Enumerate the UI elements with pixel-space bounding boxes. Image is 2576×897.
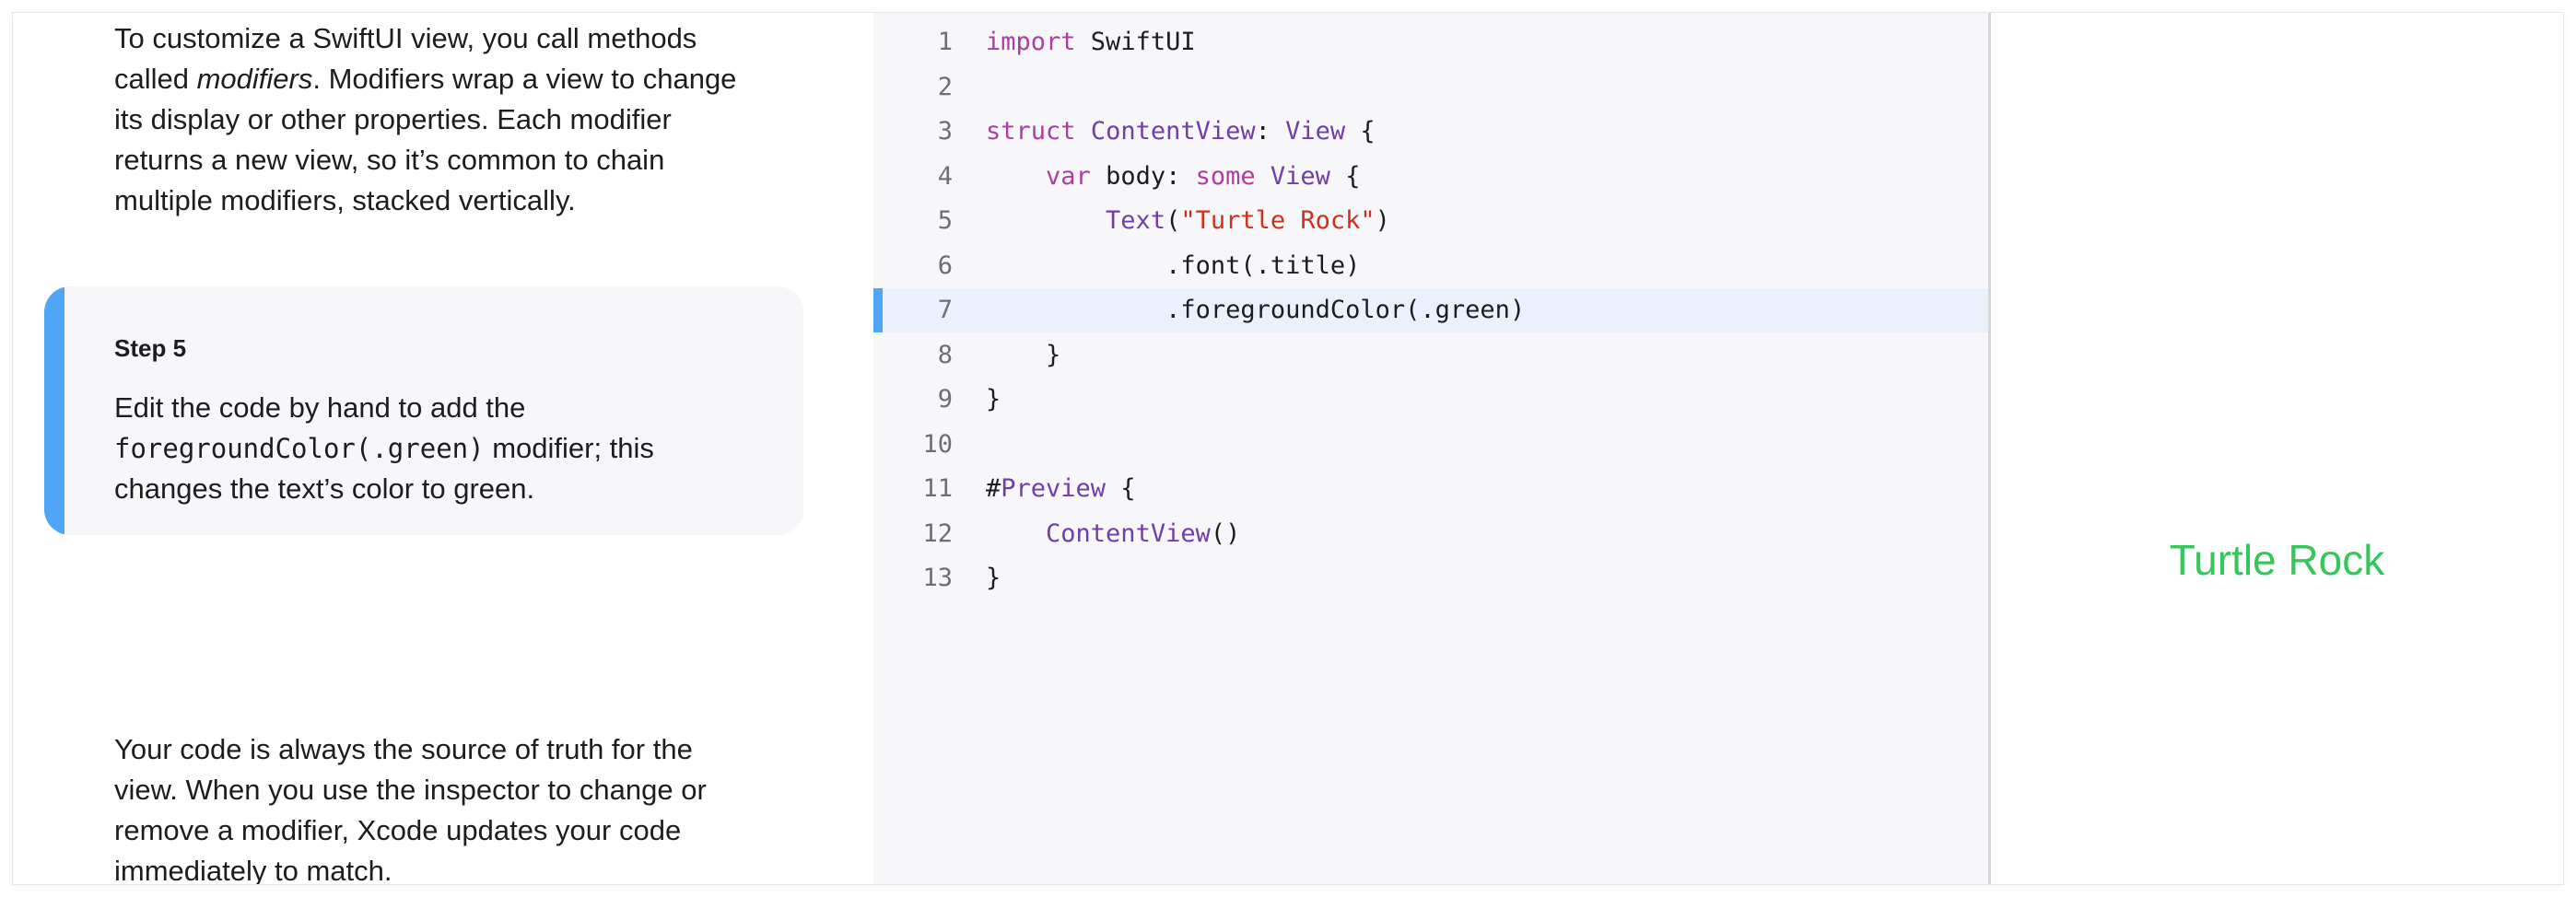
tutorial-text-column: To customize a SwiftUI view, you call me…	[13, 13, 873, 884]
code-token	[986, 206, 1106, 235]
intro-term-modifiers: modifiers	[196, 63, 313, 95]
code-line[interactable]: 2	[873, 65, 1988, 110]
code-token: import	[986, 28, 1076, 56]
line-number: 9	[937, 385, 953, 414]
outro-paragraph: Your code is always the source of truth …	[114, 733, 707, 884]
code-line[interactable]: 12 ContentView()	[873, 512, 1988, 556]
pane-divider	[1988, 13, 1991, 884]
code-token: #	[986, 474, 1001, 503]
intro-text-1: To customize a SwiftUI view, you call me…	[114, 22, 697, 95]
code-token: struct	[986, 117, 1076, 146]
code-token: .foregroundColor(.green)	[986, 296, 1526, 324]
code-token: (	[1165, 206, 1181, 235]
code-token: {	[1329, 161, 1361, 191]
line-number: 13	[922, 564, 953, 592]
step-title: Step 5	[114, 334, 187, 362]
highlight-marker	[873, 288, 883, 332]
code-token: SwiftUI	[1075, 28, 1196, 56]
code-text: struct ContentView: View {	[986, 110, 1376, 154]
step-active-indicator	[44, 286, 64, 535]
line-number: 8	[937, 340, 953, 369]
code-text: ContentView()	[986, 512, 1240, 556]
tutorial-frame: To customize a SwiftUI view, you call me…	[13, 13, 2563, 884]
code-line[interactable]: 5 Text("Turtle Rock")	[873, 199, 1988, 243]
preview-text: Turtle Rock	[2169, 536, 2385, 584]
code-token: }	[986, 385, 1001, 414]
code-token: {	[1345, 117, 1376, 146]
code-token: ContentView	[1090, 117, 1256, 146]
code-token: ContentView	[1046, 518, 1211, 548]
line-number: 12	[922, 518, 953, 548]
code-line[interactable]: 4 var body: some View {	[873, 155, 1988, 199]
code-token	[986, 162, 1046, 191]
code-token: }	[986, 340, 1061, 369]
code-text: }	[986, 378, 1001, 422]
line-number: 5	[937, 206, 953, 235]
code-line[interactable]: 7 .foregroundColor(.green)	[873, 288, 1988, 332]
line-number: 3	[937, 117, 953, 146]
code-token: Text	[1106, 206, 1166, 235]
code-token: :	[1255, 117, 1286, 146]
code-line[interactable]: 6 .font(.title)	[873, 244, 1988, 288]
step-text-after: modifier; this changes the text’s color …	[114, 432, 654, 505]
code-text: .font(.title)	[986, 244, 1360, 288]
code-line[interactable]: 13}	[873, 556, 1988, 600]
code-line[interactable]: 10	[873, 423, 1988, 467]
code-token: ()	[1210, 518, 1241, 548]
code-text: }	[986, 556, 1001, 600]
code-token: }	[986, 564, 1001, 592]
code-token	[1076, 117, 1091, 146]
code-token: Preview	[1001, 474, 1107, 503]
step-text-before: Edit the code by hand to add the	[114, 391, 526, 424]
line-number: 2	[937, 72, 953, 101]
code-token: View	[1285, 117, 1346, 146]
code-token: .font(.title)	[986, 250, 1361, 280]
line-number: 6	[937, 250, 953, 280]
code-text: }	[986, 333, 1060, 378]
preview-canvas: Turtle Rock	[1991, 13, 2563, 884]
code-line[interactable]: 8 }	[873, 333, 1988, 378]
code-editor[interactable]: 1 import SwiftUI 2 3 struct ContentView: Vie…	[873, 13, 1988, 884]
step-card[interactable]: Step 5 Edit the code by hand to add the …	[44, 286, 803, 535]
code-token: some	[1195, 161, 1256, 191]
intro-paragraph: To customize a SwiftUI view, you call me…	[114, 18, 759, 221]
code-line[interactable]: 9}	[873, 378, 1988, 422]
code-token: )	[1375, 206, 1390, 235]
code-token: "Turtle Rock"	[1180, 206, 1376, 235]
line-number: 7	[937, 296, 953, 324]
code-line[interactable]: 3 struct ContentView: View {	[873, 110, 1988, 154]
line-number: 10	[922, 429, 953, 459]
code-token: body:	[1090, 161, 1196, 191]
step-inline-code: foregroundColor(.green)	[114, 433, 485, 464]
step-description: Edit the code by hand to add the foregro…	[114, 388, 759, 509]
code-token: {	[1106, 474, 1136, 503]
line-number: 1	[937, 28, 953, 56]
code-line[interactable]: 11 #Preview {	[873, 467, 1988, 511]
code-line[interactable]: 1 import SwiftUI	[873, 20, 1988, 64]
code-token	[1256, 162, 1270, 191]
intro-text-2: . Modifiers wrap a view to change its di…	[114, 63, 737, 216]
code-token: var	[1046, 161, 1091, 191]
line-number: 4	[937, 161, 953, 191]
code-text: #Preview {	[986, 467, 1136, 511]
code-text: Text("Turtle Rock")	[986, 199, 1390, 243]
code-text: .foregroundColor(.green)	[986, 288, 1525, 332]
code-text: import SwiftUI	[986, 20, 1196, 64]
code-token	[986, 519, 1046, 548]
code-text: var body: some View {	[986, 155, 1360, 199]
line-number: 11	[922, 474, 953, 503]
code-token: View	[1270, 161, 1330, 191]
